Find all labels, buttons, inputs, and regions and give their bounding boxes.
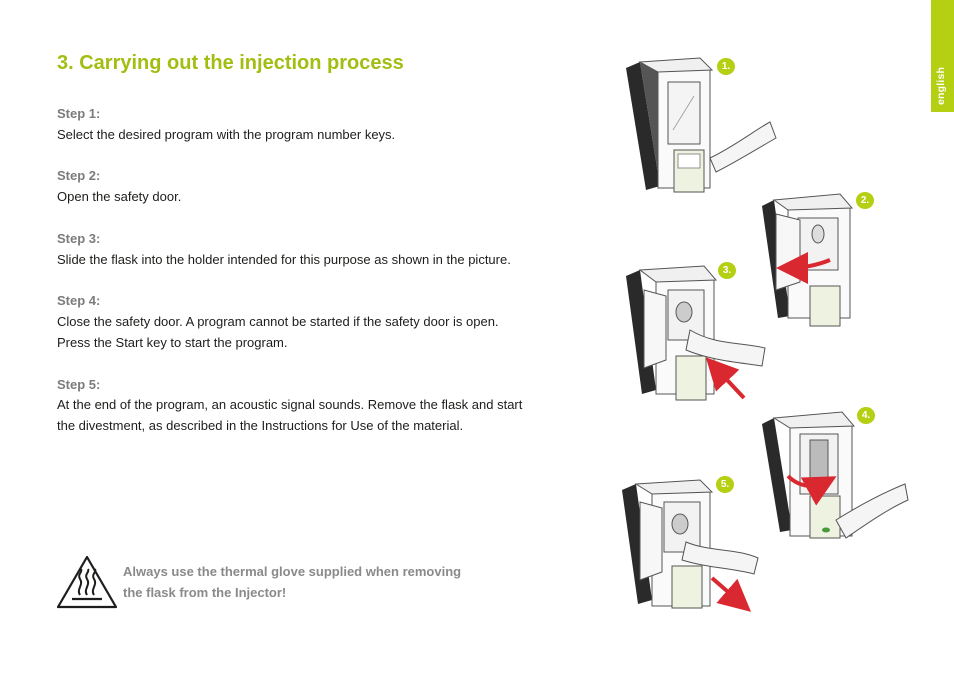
figure-5-badge: 5. xyxy=(716,476,734,493)
step-5-text-line-1: At the end of the program, an acoustic s… xyxy=(57,397,523,412)
hot-surface-warning-icon xyxy=(56,555,118,609)
language-tab: english xyxy=(931,0,954,112)
figure-4-badge: 4. xyxy=(857,407,875,424)
injector-figure-1 xyxy=(626,57,777,193)
injector-figure-5 xyxy=(622,479,759,612)
step-1-text: Select the desired program with the prog… xyxy=(57,127,396,142)
step-4-text-line-2: Press the Start key to start the program… xyxy=(57,335,288,350)
step-4-label: Step 4: xyxy=(57,293,101,308)
step-5-label: Step 5: xyxy=(57,377,101,392)
step-1-label: Step 1: xyxy=(57,106,101,121)
step-3-text: Slide the flask into the holder intended… xyxy=(57,252,511,267)
step-2-label: Step 2: xyxy=(57,168,101,183)
figure-1-badge: 1. xyxy=(717,58,735,75)
injector-figure-2 xyxy=(762,193,854,327)
step-5-text-line-2: the divestment, as described in the Inst… xyxy=(57,418,464,433)
warning-text-line-1: Always use the thermal glove supplied wh… xyxy=(123,564,462,579)
injector-figure-3 xyxy=(626,265,766,401)
figure-3-badge: 3. xyxy=(718,262,736,279)
step-3-label: Step 3: xyxy=(57,231,101,246)
page-title: 3. Carrying out the injection process xyxy=(57,52,404,74)
warning-text-line-2: the flask from the Injector! xyxy=(123,585,287,600)
step-2-text: Open the safety door. xyxy=(57,189,182,204)
figure-2-badge: 2. xyxy=(856,192,874,209)
injector-figure-4 xyxy=(762,411,909,539)
step-4-text-line-1: Close the safety door. A program cannot … xyxy=(57,314,499,329)
